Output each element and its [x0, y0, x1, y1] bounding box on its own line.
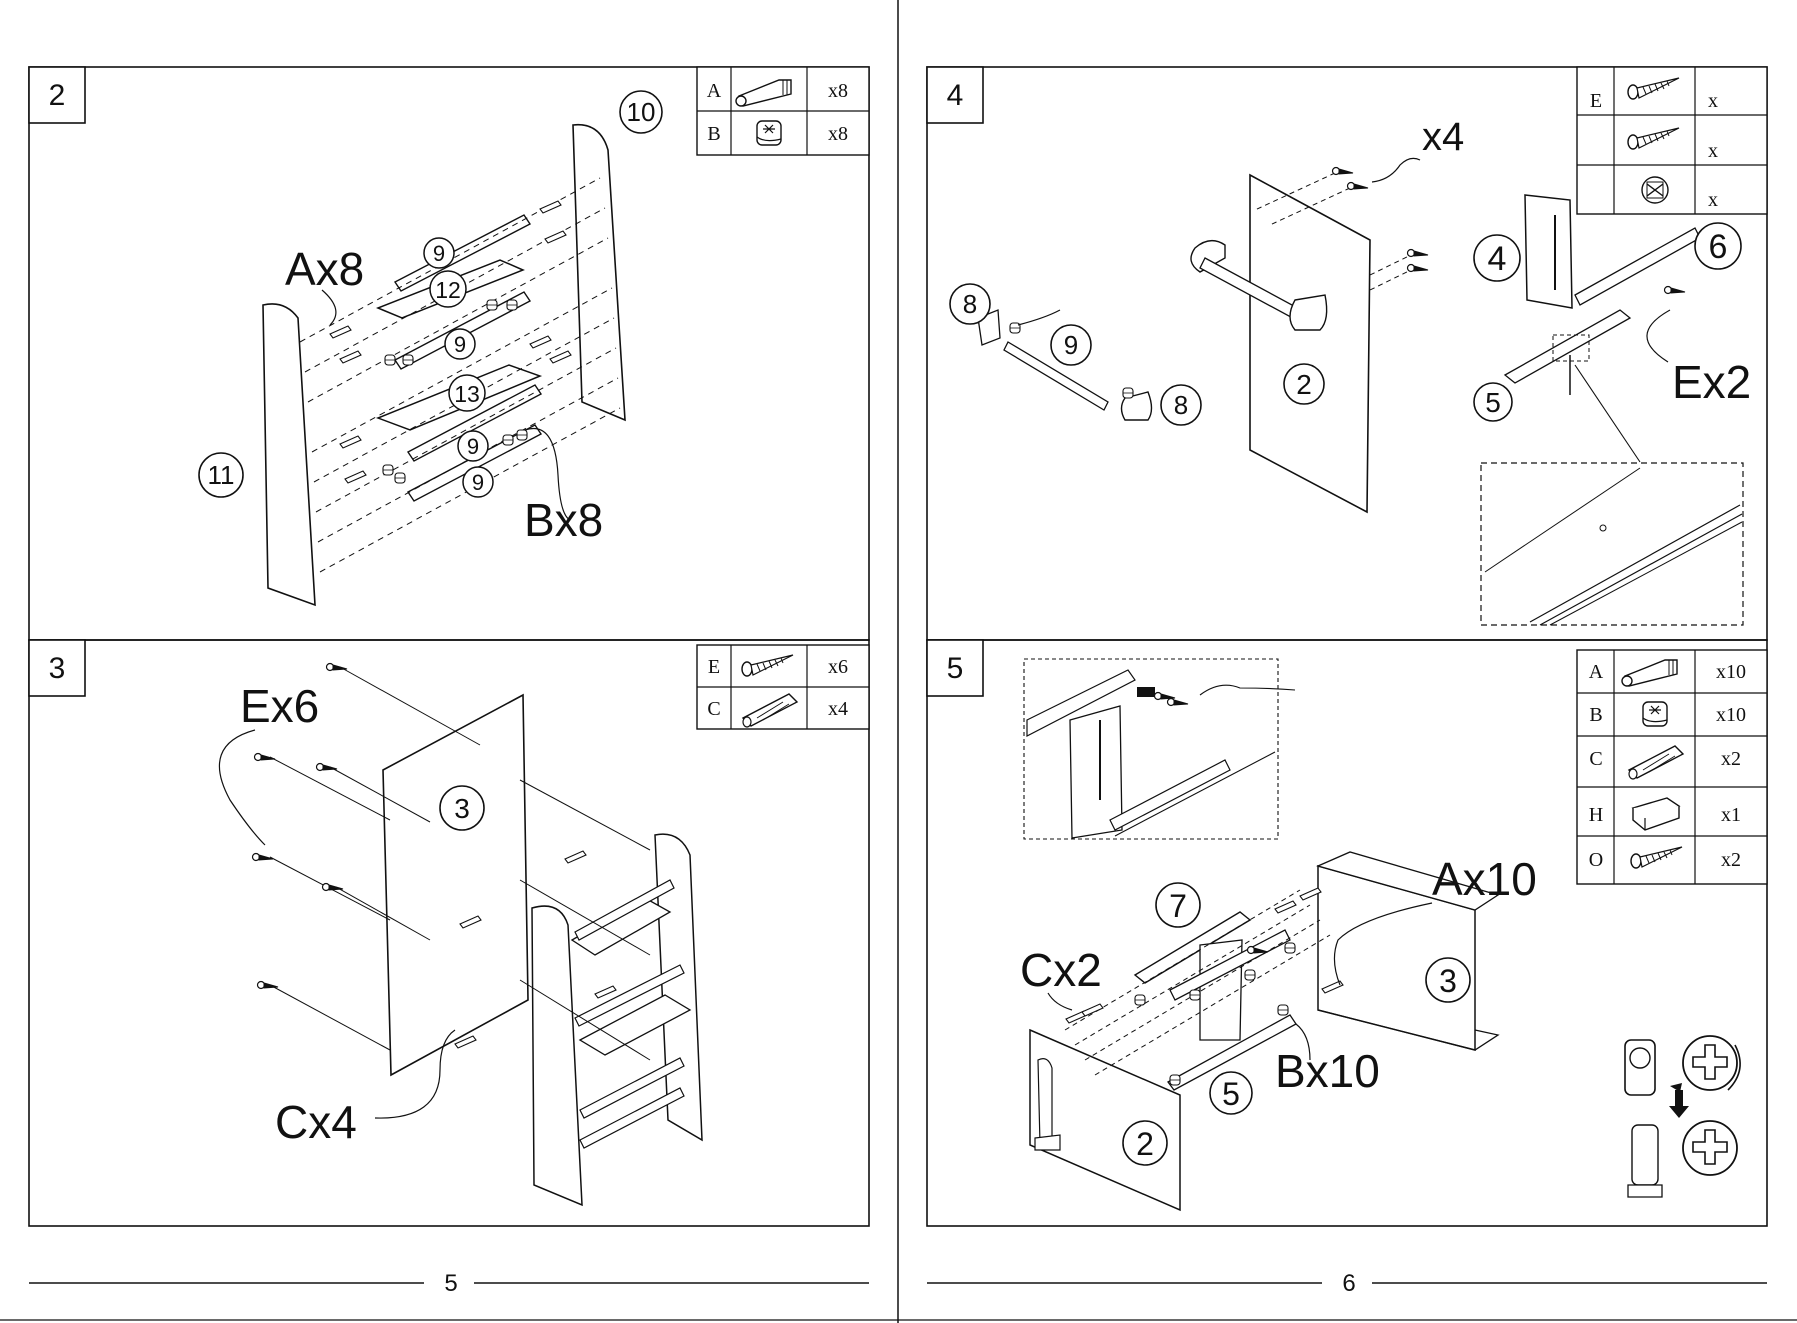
step-number: 2	[49, 79, 66, 112]
callout-label: Cx2	[1020, 944, 1102, 996]
svg-text:5: 5	[1485, 387, 1501, 418]
svg-text:9: 9	[454, 332, 466, 357]
svg-text:B: B	[1589, 704, 1602, 726]
svg-text:C: C	[707, 698, 720, 720]
step-5-panel: 5 A x10 B x10 C x2 H x1 O x2	[927, 640, 1767, 1226]
svg-text:13: 13	[454, 381, 480, 407]
cam-lock-instruction-icon	[1625, 1036, 1740, 1197]
svg-text:2: 2	[1136, 1126, 1154, 1162]
step-number: 3	[49, 652, 66, 685]
step-4-panel: 4 E x x x	[927, 67, 1767, 640]
svg-text:E: E	[708, 656, 720, 678]
svg-text:8: 8	[1174, 390, 1188, 420]
svg-text:x1: x1	[1721, 804, 1741, 826]
svg-text:x10: x10	[1716, 704, 1746, 726]
svg-text:x4: x4	[828, 698, 848, 720]
panel-3	[383, 695, 528, 1075]
svg-text:x10: x10	[1716, 661, 1746, 683]
svg-text:3: 3	[1439, 963, 1457, 999]
callout-label: Ex6	[240, 680, 319, 732]
parts-table: A x8 B x8	[697, 67, 869, 155]
svg-text:9: 9	[472, 470, 484, 495]
page-footer-right: 6	[927, 1270, 1767, 1297]
svg-text:x2: x2	[1721, 849, 1741, 871]
part-number: 3	[454, 793, 470, 824]
part-qty: x8	[828, 80, 848, 102]
svg-text:4: 4	[1488, 240, 1507, 278]
panel-2	[1250, 175, 1370, 512]
step-number: 5	[947, 652, 964, 685]
svg-text:O: O	[1589, 849, 1603, 871]
part-letter: B	[707, 123, 720, 145]
parts-table: E x6 C x4	[697, 645, 869, 729]
svg-text:x: x	[1708, 140, 1718, 162]
callout-label: Ex2	[1672, 356, 1751, 408]
callout-label: Cx4	[275, 1096, 357, 1148]
svg-text:11: 11	[208, 460, 235, 490]
svg-text:10: 10	[627, 97, 656, 127]
svg-text:12: 12	[435, 277, 461, 303]
side-panel-11	[263, 304, 315, 605]
side-panel-10	[573, 125, 625, 420]
svg-text:E: E	[1590, 90, 1602, 112]
callout-label: Ax10	[1432, 853, 1537, 905]
callout-label: x4	[1422, 115, 1464, 159]
svg-text:x: x	[1708, 90, 1718, 112]
page-number: 6	[1342, 1270, 1355, 1297]
svg-text:H: H	[1589, 804, 1603, 826]
step-3-panel: 3 E x6 C x4	[29, 640, 869, 1226]
svg-text:2: 2	[1296, 369, 1312, 400]
svg-text:x2: x2	[1721, 748, 1741, 770]
svg-text:6: 6	[1709, 228, 1728, 266]
cam-lock-icon	[1643, 702, 1667, 726]
svg-text:5: 5	[1222, 1076, 1240, 1112]
svg-text:9: 9	[467, 434, 479, 459]
svg-text:7: 7	[1169, 888, 1187, 924]
svg-text:9: 9	[1064, 330, 1078, 360]
svg-text:x: x	[1708, 189, 1718, 211]
callout-label: Bx8	[524, 494, 603, 546]
detail-inset	[1481, 463, 1743, 625]
callout-label: Ax8	[285, 243, 364, 295]
cam-lock-icon	[1642, 177, 1668, 203]
svg-text:8: 8	[963, 289, 977, 319]
step-2-panel: 2 A x8 B x8	[29, 67, 869, 640]
svg-text:9: 9	[433, 241, 445, 266]
page-number: 5	[444, 1270, 457, 1297]
page-footer-left: 5	[29, 1270, 869, 1297]
svg-text:C: C	[1589, 748, 1602, 770]
parts-table: A x10 B x10 C x2 H x1 O x2	[1577, 650, 1767, 884]
step-number: 4	[947, 79, 964, 112]
svg-text:x6: x6	[828, 656, 848, 678]
part-letter: A	[707, 80, 722, 102]
detail-inset	[1024, 659, 1295, 839]
part-qty: x8	[828, 123, 848, 145]
svg-text:A: A	[1589, 661, 1604, 683]
cam-lock-icon	[757, 121, 781, 145]
parts-table: E x x x	[1577, 67, 1767, 214]
callout-label: Bx10	[1275, 1045, 1380, 1097]
